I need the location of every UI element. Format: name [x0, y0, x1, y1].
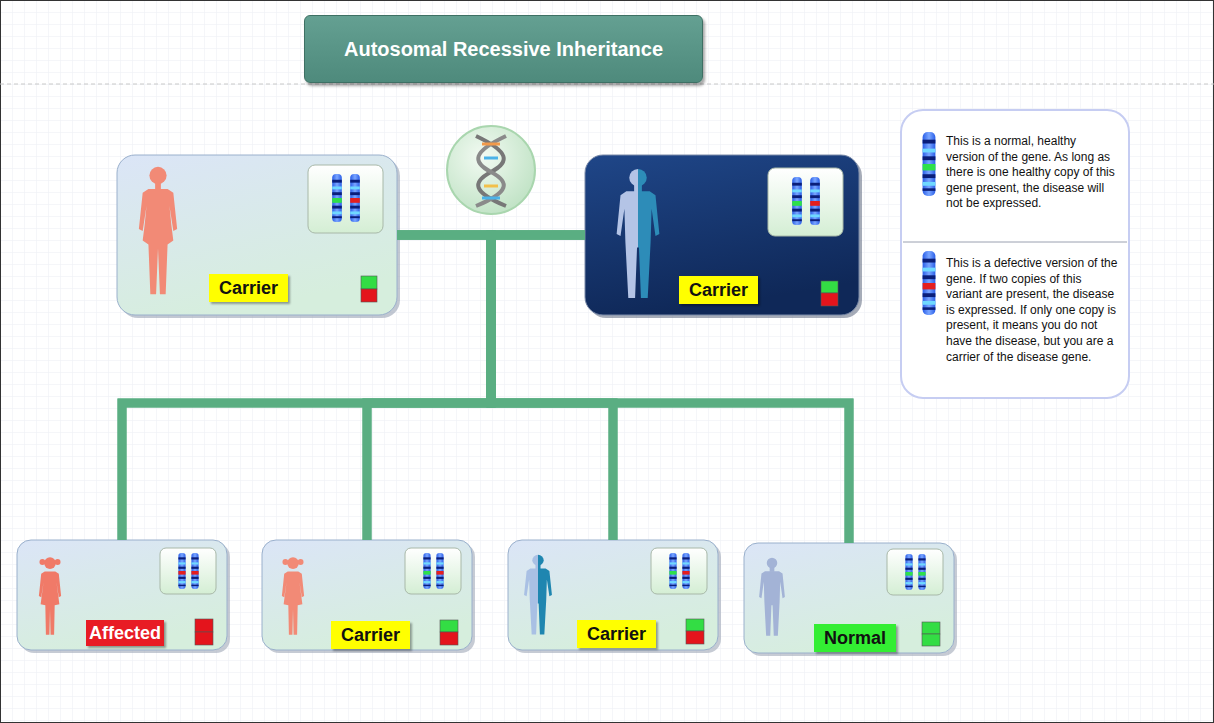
- family-line: [367, 235, 491, 540]
- family-line: [491, 235, 849, 543]
- status-badge: Affected: [86, 620, 164, 646]
- family-line: [122, 235, 491, 540]
- genotype-marks: [195, 276, 940, 646]
- legend-entry: This is a normal, healthy version of the…: [946, 134, 1118, 212]
- person-panel: Carrier: [508, 540, 718, 650]
- family-line: [397, 235, 849, 543]
- status-badge: Carrier: [331, 621, 410, 649]
- person-panel: Carrier: [117, 155, 397, 315]
- person-panel: Affected: [17, 540, 227, 650]
- diagram-title: Autosomal Recessive Inheritance: [344, 38, 663, 61]
- family-line: [367, 235, 585, 540]
- person-panel: Carrier: [262, 540, 472, 650]
- status-badge: Normal: [814, 624, 896, 652]
- chromosome-icons: [160, 165, 943, 595]
- header-rule: [0, 84, 1214, 85]
- status-badge: Carrier: [209, 274, 288, 302]
- dna-icon: [447, 126, 535, 214]
- title-box: Autosomal Recessive Inheritance: [304, 15, 703, 83]
- legend-text: This is a normal, healthy version of the…: [946, 134, 1115, 210]
- person-panel: Carrier: [585, 155, 859, 315]
- status-badge: Carrier: [679, 276, 758, 304]
- legend-entry: This is a defective version of the gene.…: [946, 256, 1118, 365]
- legend-text: This is a defective version of the gene.…: [946, 256, 1117, 364]
- legend-box: [901, 110, 1129, 398]
- person-panel: Normal: [744, 543, 954, 653]
- panels: [17, 155, 957, 656]
- status-badge: Carrier: [577, 620, 656, 648]
- family-line: [397, 235, 613, 540]
- family-line: [491, 235, 613, 540]
- family-line: [122, 235, 585, 540]
